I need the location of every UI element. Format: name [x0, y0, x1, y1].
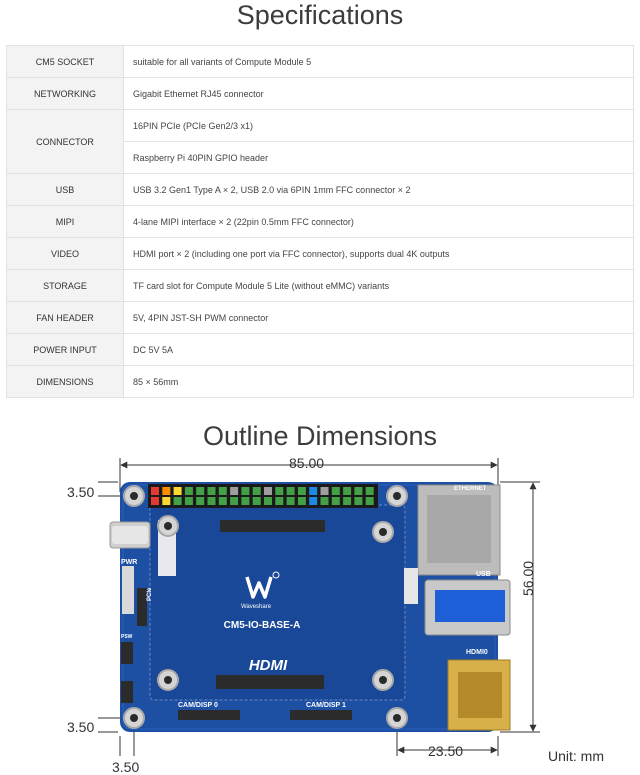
gpio-pin: [184, 497, 193, 505]
gpio-pin: [320, 497, 329, 505]
gpio-pin: [196, 487, 205, 495]
gpio-pin: [309, 497, 318, 505]
spec-key: USB: [6, 173, 124, 206]
spec-value: TF card slot for Compute Module 5 Lite (…: [123, 269, 634, 302]
gpio-pin: [343, 487, 352, 495]
ethernet-label: ETHERNET: [454, 486, 487, 492]
brand-label: Waveshare: [241, 604, 272, 610]
gpio-pin: [184, 487, 193, 495]
gpio-pin: [207, 497, 216, 505]
cam-disp-1-label: CAM/DISP 1: [306, 702, 346, 709]
spec-key: NETWORKING: [6, 77, 124, 110]
gpio-pin: [162, 487, 171, 495]
gpio-pin: [196, 497, 205, 505]
gpio-pin: [162, 497, 171, 505]
spec-value: 16PIN PCIe (PCIe Gen2/3 x1): [123, 109, 634, 142]
gpio-pin: [173, 497, 182, 505]
usb-label: USB: [476, 571, 491, 578]
gpio-pin: [264, 487, 272, 495]
gpio-pin: [331, 487, 340, 495]
width-dimension-label: 85.00: [289, 455, 325, 471]
pwr-label: PWR: [121, 559, 137, 566]
gpio-pin: [354, 487, 363, 495]
gpio-pin: [252, 487, 261, 495]
gpio-pin: [275, 487, 284, 495]
pcb-board: [109, 482, 511, 732]
gpio-pin: [207, 487, 216, 495]
gpio-pin: [365, 487, 374, 495]
hole-spacing-label: 23.50: [428, 743, 464, 759]
pcie-label: PCIe: [147, 587, 153, 601]
gpio-pin: [230, 487, 239, 495]
table-row: CONNECTOR 16PIN PCIe (PCIe Gen2/3 x1): [6, 109, 634, 174]
gpio-pin: [286, 487, 295, 495]
spec-key: CM5 SOCKET: [6, 45, 124, 78]
dimension-lines: [98, 458, 540, 756]
gpio-pin: [218, 487, 227, 495]
height-dimension-label: 56.00: [520, 560, 536, 596]
spec-key: MIPI: [6, 205, 124, 238]
gpio-pin: [320, 487, 329, 495]
table-row: MIPI 4-lane MIPI interface × 2 (22pin 0.…: [6, 205, 634, 238]
table-row: USB USB 3.2 Gen1 Type A × 2, USB 2.0 via…: [6, 173, 634, 206]
specifications-table: CM5 SOCKET suitable for all variants of …: [6, 45, 634, 398]
hole-bottom-offset-label: 3.50: [67, 719, 95, 735]
gpio-pin: [275, 497, 284, 505]
gpio-pin: [151, 487, 159, 495]
spec-value: 85 × 56mm: [123, 365, 634, 398]
table-row: STORAGE TF card slot for Compute Module …: [6, 269, 634, 302]
gpio-pin: [331, 497, 340, 505]
outline-heading: Outline Dimensions: [202, 421, 438, 451]
table-row: NETWORKING Gigabit Ethernet RJ45 connect…: [6, 77, 634, 110]
spec-value: 5V, 4PIN JST-SH PWM connector: [123, 301, 634, 334]
gpio-pin: [264, 497, 272, 505]
waveshare-logo: [245, 571, 280, 599]
gpio-header: [148, 484, 378, 508]
specifications-heading: Specifications: [236, 0, 404, 30]
hole-left-offset-label: 3.50: [112, 759, 140, 775]
hdmi-logo-label: HDMI: [249, 657, 288, 674]
gpio-pin: [252, 497, 261, 505]
psw-label: PSW: [121, 634, 133, 640]
table-row: FAN HEADER 5V, 4PIN JST-SH PWM connector: [6, 301, 634, 334]
spec-value: Gigabit Ethernet RJ45 connector: [123, 77, 634, 110]
gpio-pin: [297, 487, 306, 495]
spec-value: USB 3.2 Gen1 Type A × 2, USB 2.0 via 6PI…: [123, 173, 634, 206]
unit-label: Unit: mm: [548, 748, 604, 764]
gpio-pin: [354, 497, 363, 505]
gpio-pin: [297, 497, 306, 505]
table-row: POWER INPUT DC 5V 5A: [6, 333, 634, 366]
table-row: DIMENSIONS 85 × 56mm: [6, 365, 634, 398]
spec-key: STORAGE: [6, 269, 124, 302]
gpio-pin: [365, 497, 374, 505]
hdmi0-label: HDMI0: [466, 649, 488, 656]
spec-key: POWER INPUT: [6, 333, 124, 366]
spec-value: HDMI port × 2 (including one port via FF…: [123, 237, 634, 270]
gpio-pin: [151, 497, 159, 505]
hole-top-offset-label: 3.50: [67, 484, 95, 500]
gpio-pin: [218, 497, 227, 505]
table-row: VIDEO HDMI port × 2 (including one port …: [6, 237, 634, 270]
gpio-pin: [241, 487, 250, 495]
spec-value: DC 5V 5A: [123, 333, 634, 366]
gpio-pin: [241, 497, 250, 505]
cam-disp-0-label: CAM/DISP 0: [178, 702, 218, 709]
gpio-pin: [286, 497, 295, 505]
board-name-label: CM5-IO-BASE-A: [224, 620, 301, 631]
gpio-pin: [230, 497, 239, 505]
gpio-pin: [309, 487, 318, 495]
spec-key: CONNECTOR: [6, 109, 124, 174]
spec-value: suitable for all variants of Compute Mod…: [123, 45, 634, 78]
gpio-pin: [173, 487, 182, 495]
spec-key: DIMENSIONS: [6, 365, 124, 398]
gpio-pin: [343, 497, 352, 505]
spec-key: VIDEO: [6, 237, 124, 270]
spec-key: FAN HEADER: [6, 301, 124, 334]
table-row: CM5 SOCKET suitable for all variants of …: [6, 45, 634, 78]
